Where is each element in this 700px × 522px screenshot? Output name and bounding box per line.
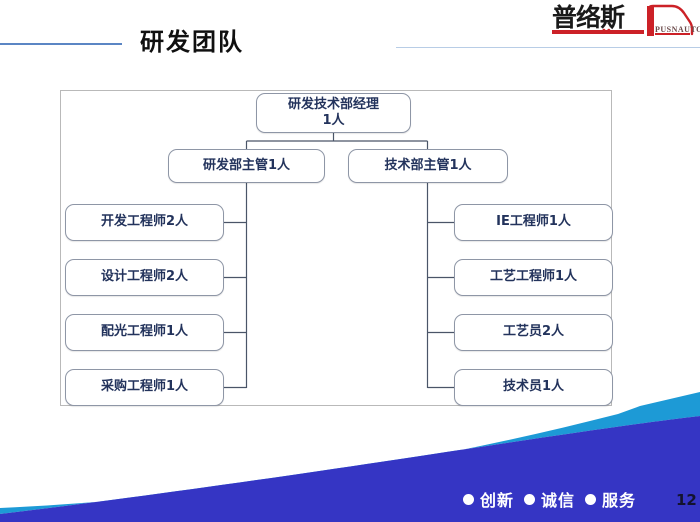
brand-logo: 普络斯 •• PUSNAUTO	[552, 2, 700, 40]
org-node-root-line2: 1人	[322, 113, 345, 128]
footer-slogan: 创新 诚信 服务	[463, 487, 640, 511]
org-node-root-line1: 研发技术部经理	[287, 96, 379, 112]
logo-name-latin: PUSNAUTO	[655, 25, 700, 34]
dot-icon-2	[585, 493, 597, 505]
org-node-left-1[interactable]: 设计工程师2人	[65, 259, 224, 296]
header-rule-left	[0, 43, 122, 45]
org-node-mid-1[interactable]: 技术部主管1人	[348, 149, 508, 183]
footer-word-0: 创新	[480, 491, 515, 510]
org-node-right-2[interactable]: 工艺员2人	[454, 314, 613, 351]
logo-red-bar	[647, 6, 654, 36]
page-number: 12	[676, 491, 697, 509]
header-rule-right	[396, 47, 700, 48]
dot-icon-0	[463, 493, 474, 505]
footer-word-2: 服务	[602, 491, 637, 510]
org-node-left-0[interactable]: 开发工程师2人	[65, 204, 224, 241]
logo-underbar	[552, 30, 644, 34]
page-title: 研发团队	[140, 28, 244, 56]
org-node-right-3[interactable]: 技术员1人	[454, 369, 613, 406]
org-chart-container	[60, 90, 612, 406]
org-node-left-2[interactable]: 配光工程师1人	[65, 314, 224, 351]
dot-icon-1	[524, 493, 536, 505]
org-node-root[interactable]: 研发技术部经理 1人	[256, 93, 411, 133]
org-node-right-1[interactable]: 工艺工程师1人	[454, 259, 613, 296]
logo-name-cn: 普络斯	[552, 3, 625, 32]
org-node-right-0[interactable]: IE工程师1人	[454, 204, 613, 241]
org-node-mid-0[interactable]: 研发部主管1人	[168, 149, 325, 183]
footer-word-1: 诚信	[541, 491, 576, 510]
org-chart-connectors	[224, 133, 454, 389]
org-node-left-3[interactable]: 采购工程师1人	[65, 369, 224, 406]
logo-dots: ••	[602, 25, 612, 37]
